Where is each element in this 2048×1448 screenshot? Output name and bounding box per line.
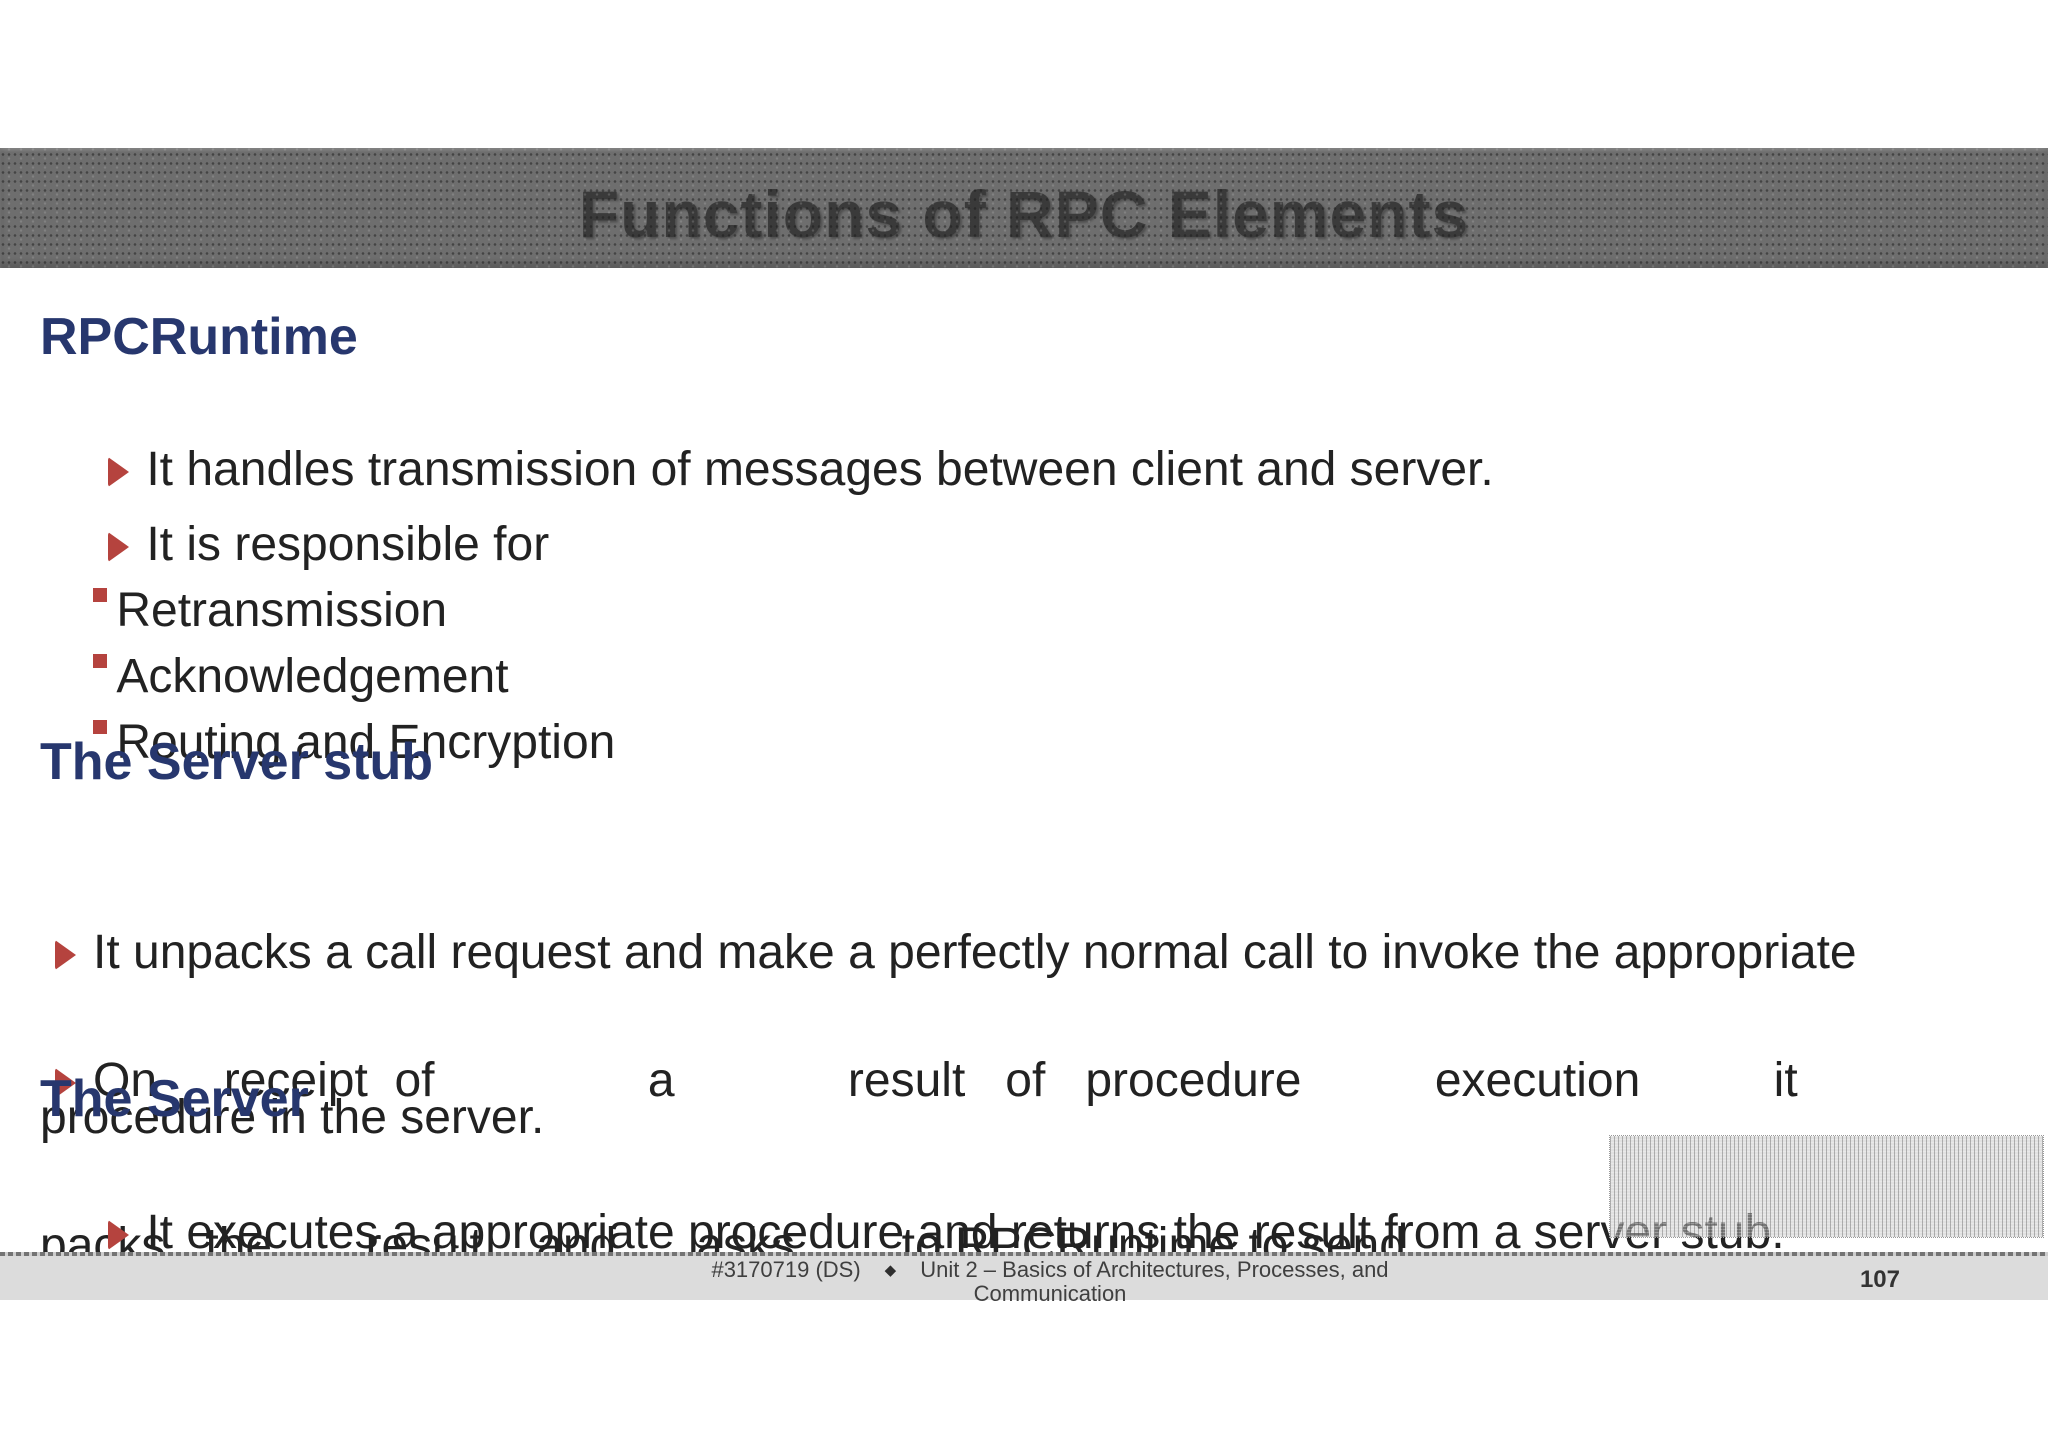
footer-course-code: #3170719 (DS) <box>711 1257 861 1282</box>
subbullet-acknowledgement: Acknowledgement <box>40 594 2038 759</box>
bullet-responsible-for: It is responsible for <box>40 462 2038 627</box>
subbullet-routing-encryption: Routing and Encryption <box>40 660 2038 825</box>
bullet-unpacks-call-request: It unpacks a call request and make a per… <box>40 815 2038 1255</box>
heading-rpcruntime: RPCRuntime <box>40 308 358 366</box>
arrow-bullet-icon <box>108 457 130 487</box>
subbullet-retransmission: Retransmission <box>40 528 2038 693</box>
bullet-handles-transmission: It handles transmission of messages betw… <box>40 387 2038 552</box>
arrow-bullet-icon <box>55 940 76 970</box>
footer-unit-text: Unit 2 – Basics of Architectures, Proces… <box>920 1257 1389 1282</box>
bullet-text: It is responsible for <box>146 518 550 571</box>
title-band: Functions of RPC Elements <box>0 148 2048 268</box>
arrow-bullet-icon <box>55 1068 76 1098</box>
square-bullet-icon <box>93 654 108 668</box>
heading-server: The Server <box>40 1070 309 1128</box>
subbullet-text: Acknowledgement <box>116 650 509 703</box>
paragraph-line: On receipt of a result of procedure exec… <box>93 1054 1798 1107</box>
gray-highlight-overlay <box>1609 1135 2044 1238</box>
footer-dashed-divider <box>0 1252 2048 1256</box>
paragraph-line: procedure in the server. <box>40 1091 545 1144</box>
footer-text: #3170719 (DS) ◆ Unit 2 – Basics of Archite… <box>300 1258 1800 1305</box>
slide-title: Functions of RPC Elements <box>578 177 1470 251</box>
subbullet-text: Routing and Encryption <box>116 716 616 769</box>
footer-unit-text-line2: Communication <box>973 1281 1127 1306</box>
page-number: 107 <box>1859 1266 1900 1293</box>
square-bullet-icon <box>93 588 108 602</box>
footer-band: #3170719 (DS) ◆ Unit 2 – Basics of Archite… <box>0 1256 2048 1305</box>
paragraph-line: It unpacks a call request and make a per… <box>93 926 1857 979</box>
diamond-separator-icon: ◆ <box>884 1262 897 1279</box>
subbullet-text: Retransmission <box>116 584 448 637</box>
heading-server-stub: The Server stub <box>40 733 434 791</box>
arrow-bullet-icon <box>108 1220 130 1250</box>
square-bullet-icon <box>93 720 108 734</box>
bullet-text: It handles transmission of messages betw… <box>146 443 1494 496</box>
arrow-bullet-icon <box>108 532 130 562</box>
